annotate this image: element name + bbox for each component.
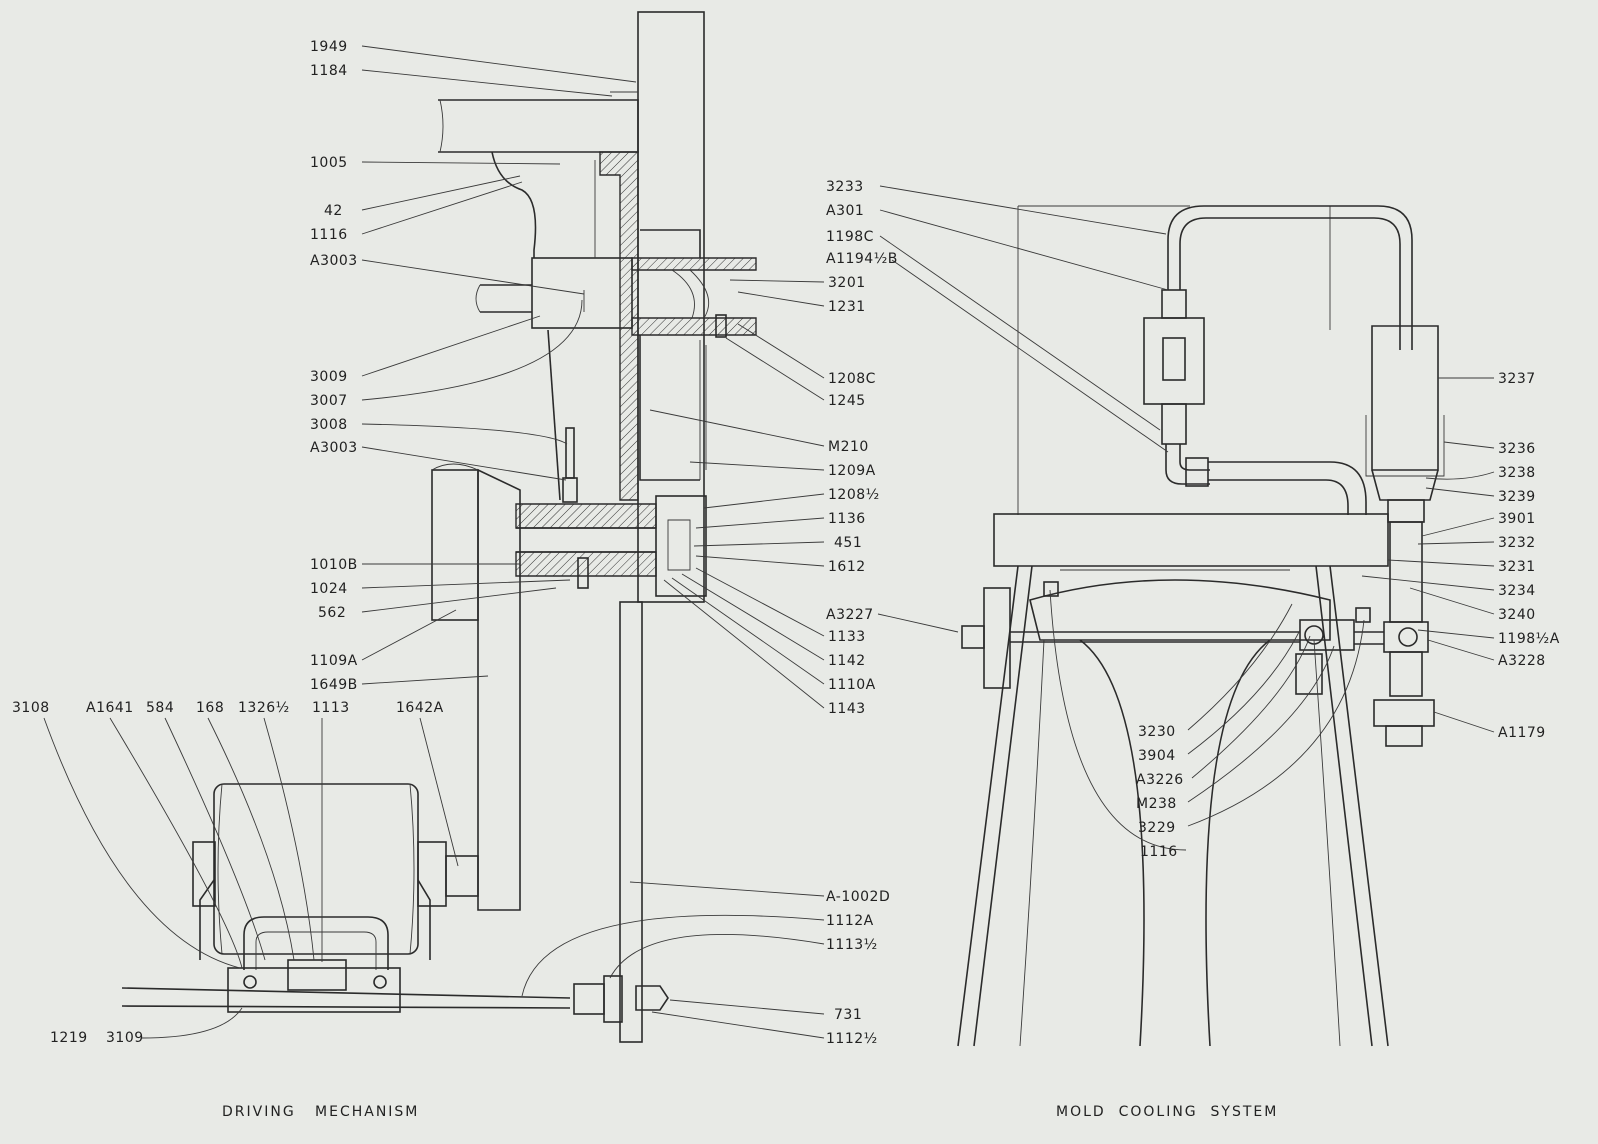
- label-3904: 3904: [1138, 748, 1176, 764]
- label-3237: 3237: [1498, 371, 1536, 387]
- label-a1194-half-b: A1194½B: [826, 251, 898, 267]
- label-3233: 3233: [826, 179, 864, 195]
- label-1208c: 1208C: [828, 371, 876, 387]
- bracket-hatched: [599, 151, 639, 501]
- label-1116: 1116: [310, 227, 348, 243]
- mold-cooling-drawing: [957, 205, 1445, 1047]
- label-1136: 1136: [828, 511, 866, 527]
- label-1116-cooling: 1116: [1140, 844, 1178, 860]
- label-1133: 1133: [828, 629, 866, 645]
- label-451: 451: [834, 535, 862, 551]
- label-1231: 1231: [828, 299, 866, 315]
- driving-mechanism-drawing: [121, 11, 757, 1043]
- label-1010b: 1010B: [310, 557, 358, 573]
- label-3009: 3009: [310, 369, 348, 385]
- label-m210: M210: [828, 439, 869, 455]
- label-a3227: A3227: [826, 607, 874, 623]
- label-3238: 3238: [1498, 465, 1536, 481]
- label-a-1002d: A-1002D: [826, 889, 890, 905]
- label-1113: 1113: [312, 700, 350, 716]
- label-a3226: A3226: [1136, 772, 1184, 788]
- sight-glass: [1143, 317, 1205, 405]
- label-m238: M238: [1136, 796, 1177, 812]
- caption-driving-mechanism: DRIVING MECHANISM: [222, 1104, 419, 1120]
- label-1198c: 1198C: [826, 229, 874, 245]
- label-a1179: A1179: [1498, 725, 1546, 741]
- valve-stack: [1389, 521, 1423, 623]
- pipe-arch: [1167, 205, 1413, 350]
- label-a3003-lower: A3003: [310, 440, 358, 456]
- lower-column: [619, 601, 643, 1043]
- label-1112a: 1112A: [826, 913, 874, 929]
- label-3008: 3008: [310, 417, 348, 433]
- label-3229: 3229: [1138, 820, 1176, 836]
- label-1198-half-a: 1198½A: [1498, 631, 1560, 647]
- label-1112-half: 1112½: [826, 1031, 878, 1047]
- label-1209a: 1209A: [828, 463, 876, 479]
- label-a3003: A3003: [310, 253, 358, 269]
- label-a1641: A1641: [86, 700, 134, 716]
- label-3240: 3240: [1498, 607, 1536, 623]
- caption-mold-cooling-system: MOLD COOLING SYSTEM: [1056, 1104, 1278, 1120]
- label-3232: 3232: [1498, 535, 1536, 551]
- label-1949: 1949: [310, 39, 348, 55]
- label-584: 584: [146, 700, 174, 716]
- label-1245: 1245: [828, 393, 866, 409]
- label-3236: 3236: [1498, 441, 1536, 457]
- label-1649b: 1649B: [310, 677, 358, 693]
- label-3201: 3201: [828, 275, 866, 291]
- table-top: [993, 513, 1389, 567]
- label-3901: 3901: [1498, 511, 1536, 527]
- label-731: 731: [834, 1007, 862, 1023]
- label-1612: 1612: [828, 559, 866, 575]
- label-1143: 1143: [828, 701, 866, 717]
- leader-lines: [43, 45, 1495, 1039]
- label-3230: 3230: [1138, 724, 1176, 740]
- label-3108: 3108: [12, 700, 50, 716]
- label-1113-half: 1113½: [826, 937, 878, 953]
- left-leg: [957, 565, 1033, 1047]
- housing-block: [531, 257, 633, 329]
- label-a3228: A3228: [1498, 653, 1546, 669]
- label-1326-half: 1326½: [238, 700, 290, 716]
- label-3239: 3239: [1498, 489, 1536, 505]
- label-562: 562: [318, 605, 346, 621]
- label-1110a: 1110A: [828, 677, 876, 693]
- label-3109: 3109: [106, 1030, 144, 1046]
- right-leg: [1315, 565, 1389, 1047]
- label-3007: 3007: [310, 393, 348, 409]
- label-1005: 1005: [310, 155, 348, 171]
- label-168: 168: [196, 700, 224, 716]
- pulley-face: [431, 469, 479, 621]
- tank: [1371, 325, 1439, 471]
- label-1219: 1219: [50, 1030, 88, 1046]
- label-1642a: 1642A: [396, 700, 444, 716]
- label-1109a: 1109A: [310, 653, 358, 669]
- motor-mount: [243, 916, 389, 970]
- pulley-belt: [477, 468, 521, 911]
- label-3234: 3234: [1498, 583, 1536, 599]
- cooling-labels: 3233 A301 1198C A1194½B 3237 3236 3238 3…: [826, 179, 1560, 860]
- top-beam: [438, 99, 639, 153]
- label-42: 42: [324, 203, 343, 219]
- label-a301: A301: [826, 203, 864, 219]
- label-3231: 3231: [1498, 559, 1536, 575]
- driving-labels: 1949 1184 1005 42 1116 A3003 3009 3007 3…: [12, 39, 890, 1047]
- label-1208-half: 1208½: [828, 487, 880, 503]
- label-1024: 1024: [310, 581, 348, 597]
- lower-hub: [515, 503, 657, 529]
- label-1184: 1184: [310, 63, 348, 79]
- label-1142: 1142: [828, 653, 866, 669]
- base-rod: [121, 987, 571, 1009]
